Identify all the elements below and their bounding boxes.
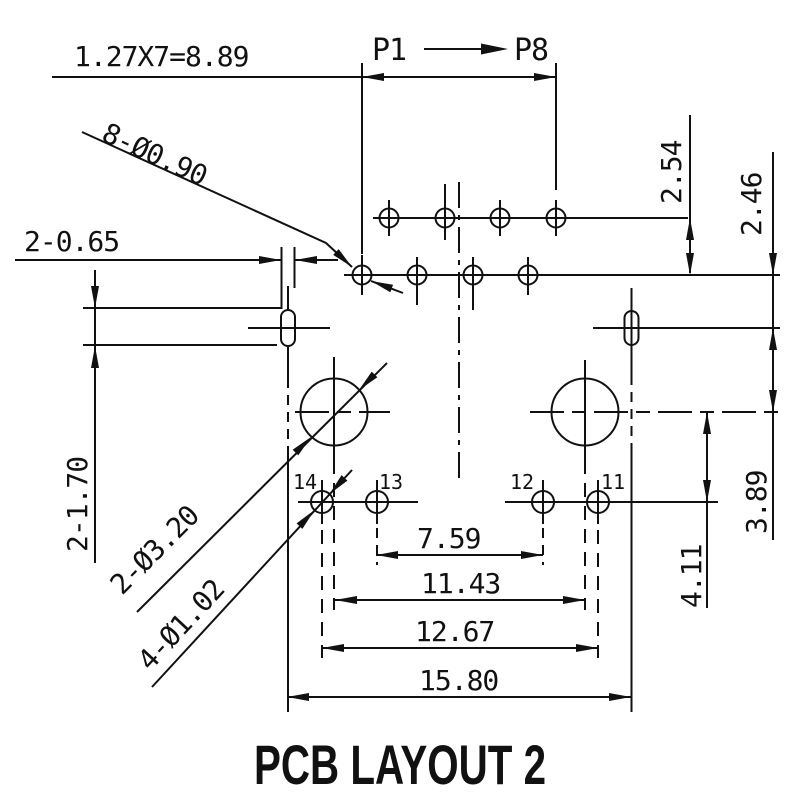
- drawing-title: PCB LAYOUT 2: [254, 733, 546, 796]
- arrowhead: [769, 253, 777, 275]
- arrowhead: [371, 281, 394, 293]
- mounting-post-left: [299, 377, 369, 447]
- arrowhead: [335, 596, 357, 604]
- inner-pin-span-dim: 7.59: [417, 522, 480, 555]
- signal-hole-row1: [545, 207, 567, 229]
- arrowhead: [521, 551, 543, 559]
- arrowheads: [91, 43, 777, 701]
- arrowhead: [296, 510, 315, 529]
- pins-note-leader: [151, 469, 353, 688]
- signal-hole-row1: [378, 207, 400, 229]
- signal-hole-row2: [517, 264, 539, 286]
- mounting-post-right: [550, 377, 620, 447]
- arrowhead: [295, 256, 317, 264]
- outer-pin-span-dim: 12.67: [415, 615, 494, 648]
- arrowhead: [686, 218, 694, 240]
- arrowhead: [609, 693, 631, 701]
- signal-hole-row1: [489, 207, 511, 229]
- through-holes-label: 8-Ø0.90: [97, 116, 212, 192]
- arrowhead: [329, 475, 348, 494]
- arrowhead: [563, 596, 585, 604]
- signal-hole-row2: [406, 264, 428, 286]
- pitch-note-label: 1.27X7=8.89: [74, 40, 248, 73]
- arrowhead: [686, 253, 694, 275]
- p1-p8-arrowhead: [481, 43, 508, 55]
- shield-pin-14: [310, 490, 334, 514]
- pin12-label: 12: [510, 470, 534, 494]
- pin-first-label: P1: [372, 33, 406, 68]
- arrowhead: [322, 644, 344, 652]
- arrowhead: [576, 644, 598, 652]
- arrowhead: [769, 328, 777, 350]
- arrowhead: [703, 480, 711, 502]
- leader-lines: [81, 131, 404, 688]
- arrowhead: [259, 256, 281, 264]
- shield-pins-label: 4-Ø1.02: [131, 573, 231, 677]
- arrowhead: [91, 286, 99, 308]
- slot-span-dim: 15.80: [419, 664, 498, 697]
- shield-pin-12: [531, 490, 555, 514]
- slot-to-post-dim: 3.89: [740, 471, 773, 534]
- pin11-label: 11: [601, 470, 625, 494]
- row-spacing-dim: 2.54: [655, 140, 688, 204]
- slot-height-label: 2-1.70: [61, 457, 94, 552]
- arrowhead: [362, 73, 384, 81]
- pin13-label: 13: [379, 470, 403, 494]
- arrowhead: [91, 346, 99, 368]
- arrowhead: [333, 249, 352, 267]
- arrowhead: [287, 693, 309, 701]
- signal-hole-row2: [351, 264, 373, 286]
- mounting-posts-label: 2-Ø3.20: [104, 499, 206, 601]
- shield-pin-11: [586, 490, 610, 514]
- posts-note-leader: [136, 362, 388, 613]
- slot-right: [623, 310, 640, 346]
- shield-pin-13: [365, 490, 389, 514]
- post-span-dim: 11.43: [421, 567, 500, 600]
- signal-hole-row2: [462, 264, 484, 286]
- slot-left: [280, 309, 296, 347]
- pin14-label: 14: [293, 470, 317, 494]
- centerlines: [248, 182, 633, 712]
- arrowhead: [769, 390, 777, 412]
- slot-width-label: 2-0.65: [24, 225, 119, 258]
- arrowhead: [703, 412, 711, 434]
- post-to-pin-dim: 4.11: [675, 545, 708, 608]
- arrowhead: [292, 437, 311, 456]
- arrowhead: [376, 551, 398, 559]
- row-to-slot-dim: 2.46: [735, 172, 768, 236]
- drawing-text: 1.27X7=8.89 P1 P8 8-Ø0.90 2-0.65 2-1.70 …: [24, 33, 773, 796]
- dimension-lines: [15, 48, 785, 698]
- footprint-features: [280, 207, 640, 514]
- pin-last-label: P8: [514, 33, 548, 68]
- signal-hole-row1: [434, 207, 456, 229]
- arrowhead: [359, 371, 378, 390]
- arrowhead: [534, 73, 556, 81]
